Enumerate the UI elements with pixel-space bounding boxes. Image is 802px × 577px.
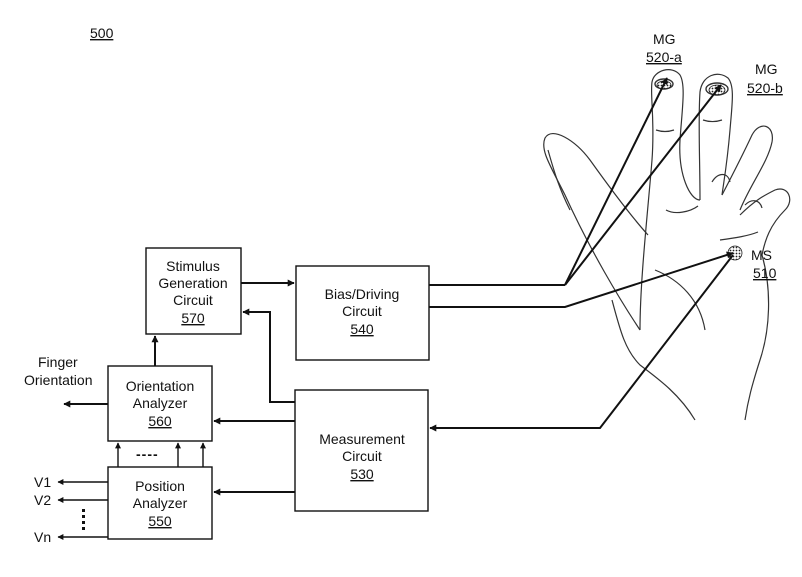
ms-ref: 510 — [753, 265, 777, 281]
vn-label: Vn — [34, 529, 51, 545]
orientation-line2: Analyzer — [133, 395, 188, 411]
ms-to-measurement-arrow — [429, 254, 734, 432]
orientation-analyzer-block — [107, 365, 213, 442]
bias-driving-circuit-block — [295, 265, 430, 361]
stimulus-ref: 570 — [181, 310, 205, 326]
measurement-line1: Measurement — [319, 431, 405, 447]
orientation-line1: Orientation — [126, 378, 194, 394]
hand-illustration — [543, 69, 791, 421]
measurement-to-stimulus-arrow — [242, 308, 295, 403]
bias-to-mg-b-arrow — [564, 84, 722, 286]
position-to-orientation-ellipsis: ---- — [136, 446, 159, 462]
mg-a-label: MG — [653, 31, 676, 47]
stimulus-line3: Circuit — [173, 292, 213, 308]
position-line2: Analyzer — [133, 495, 188, 511]
bias-to-ms-route — [429, 251, 734, 308]
stimulus-line2: Generation — [158, 275, 227, 291]
measurement-circuit-block — [294, 389, 429, 512]
bias-to-mg-a-arrow — [564, 77, 668, 286]
bias-line2: Circuit — [342, 303, 382, 319]
position-line1: Position — [135, 478, 185, 494]
v2-label: V2 — [34, 492, 51, 508]
ms-label: MS — [751, 247, 772, 263]
mg-b-ref: 520-b — [747, 80, 783, 96]
mg-b-label: MG — [755, 61, 778, 77]
stimulus-line1: Stimulus — [166, 258, 220, 274]
finger-orientation-line1: Finger — [38, 354, 78, 370]
finger-orientation-line2: Orientation — [24, 372, 92, 388]
mg-a-ref: 520-a — [646, 49, 682, 65]
stimulus-generation-circuit-block — [145, 247, 242, 335]
position-analyzer-block — [107, 466, 213, 540]
position-ref: 550 — [148, 513, 172, 529]
measurement-line2: Circuit — [342, 448, 382, 464]
bias-ref: 540 — [350, 321, 374, 337]
orientation-ref: 560 — [148, 413, 172, 429]
bias-line1: Bias/Driving — [325, 286, 400, 302]
figure-number: 500 — [90, 25, 114, 41]
measurement-ref: 530 — [350, 466, 374, 482]
outputs-ellipsis — [82, 509, 85, 530]
v1-label: V1 — [34, 474, 51, 490]
